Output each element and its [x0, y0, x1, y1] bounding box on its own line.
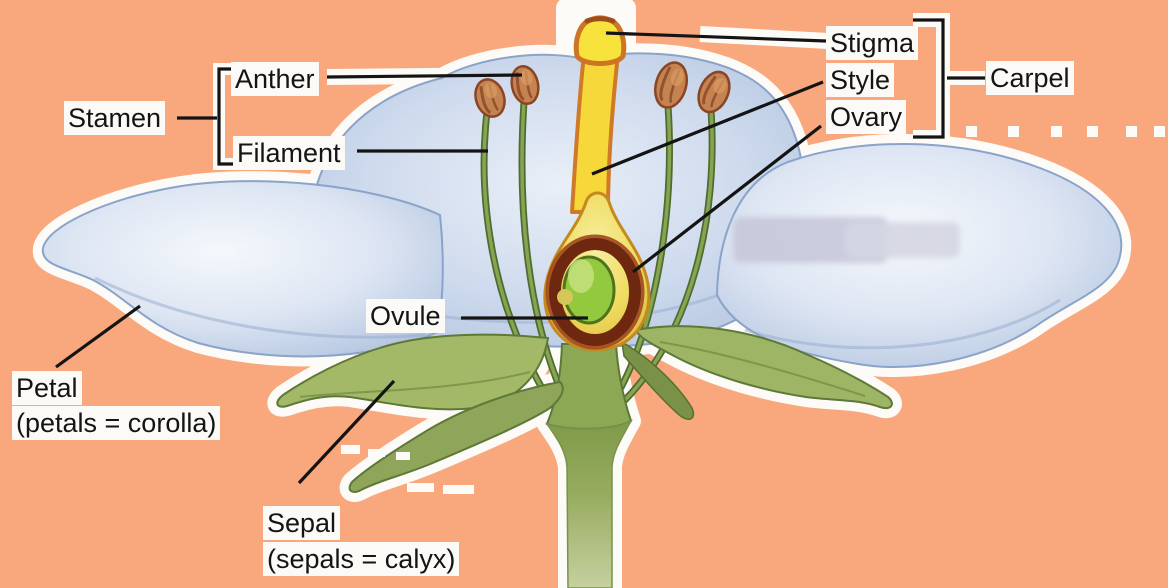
ovary-ring	[549, 238, 641, 346]
stamen-bracket	[217, 67, 233, 166]
blurred-smudge	[733, 217, 960, 263]
label-anther: Anther	[231, 62, 319, 96]
carpel-bracket	[913, 18, 945, 139]
label-style: Style	[826, 63, 895, 97]
ovule-notch	[557, 289, 573, 305]
whiteout-dots	[966, 126, 1165, 137]
anther-1	[474, 78, 506, 118]
whiteout-dashes	[341, 445, 474, 494]
stigma-pointer-line	[605, 31, 827, 43]
sepal-right-vein	[659, 341, 866, 397]
petal-pointer-line	[55, 304, 141, 369]
label-stigma: Stigma	[826, 26, 919, 60]
stem	[544, 419, 633, 588]
label-ovary: Ovary	[826, 100, 907, 134]
carpel-stigma	[573, 15, 627, 66]
label-petal-note: (petals = corolla)	[12, 406, 221, 440]
petal-right-shading	[744, 298, 1061, 350]
style-pointer-line	[591, 80, 824, 176]
label-stamen: Stamen	[64, 101, 166, 135]
label-petal: Petal	[12, 371, 82, 405]
anther-3	[653, 61, 689, 109]
sepal-pointer-line	[297, 379, 396, 485]
ovule-highlight	[568, 259, 594, 293]
anther-pointer-line	[326, 73, 523, 79]
label-carpel: Carpel	[986, 61, 1074, 95]
label-sepal: Sepal	[263, 506, 341, 540]
filament-3	[609, 102, 673, 406]
sepal-lower	[348, 380, 564, 493]
petal-left-shading	[94, 276, 426, 339]
ovary-ring-outer	[545, 234, 645, 350]
ovary-pointer-line	[632, 124, 822, 274]
anther-4	[697, 70, 731, 114]
label-filament: Filament	[233, 136, 345, 170]
sepal-left-vein	[299, 371, 531, 398]
sepal-right	[634, 325, 893, 410]
pointer-lines	[55, 18, 985, 485]
label-sepal-note: (sepals = calyx)	[263, 542, 460, 576]
label-ovule: Ovule	[366, 299, 445, 333]
filament-2	[518, 98, 570, 406]
sepal-small-back	[621, 340, 695, 420]
